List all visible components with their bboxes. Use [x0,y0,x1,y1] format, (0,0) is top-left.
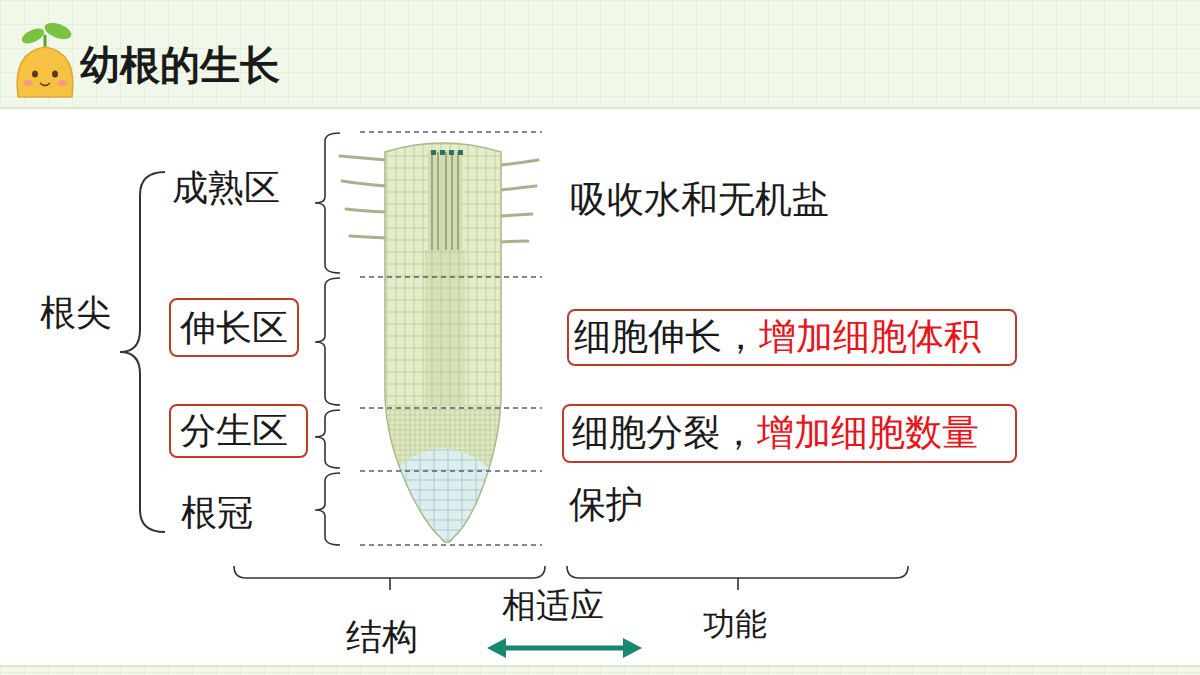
page-title: 幼根的生长 [80,42,280,88]
zone-brackets [315,133,340,545]
axis-label: 功能 [703,606,767,643]
zone-label: 根冠 [181,492,253,533]
box-text: 伸长区 [180,307,288,348]
root-tip-illustration [340,130,538,550]
zone-dividers [360,132,542,545]
axis-label: 结构 [346,616,418,657]
group-label: 根尖 [40,292,112,333]
group-brace [120,172,165,532]
function-label: 吸收水和无机盐 [570,179,829,222]
zone-label: 成熟区 [172,167,280,208]
box-text: 细胞分裂， [572,411,757,454]
box-text: 分生区 [180,410,288,451]
sprout-icon [17,20,73,97]
zone-box: 分生区 [169,404,308,458]
function-label: 保护 [569,484,643,527]
double-arrow [487,638,642,658]
relation-label: 相适应 [502,586,604,625]
box-text: 细胞伸长， [574,315,759,358]
box-text: 增加细胞体积 [759,315,981,358]
zone-box: 伸长区 [169,298,299,357]
function-box: 细胞分裂，增加细胞数量 [562,404,1017,463]
box-text: 增加细胞数量 [757,411,979,454]
function-box: 细胞伸长，增加细胞体积 [567,309,1017,366]
